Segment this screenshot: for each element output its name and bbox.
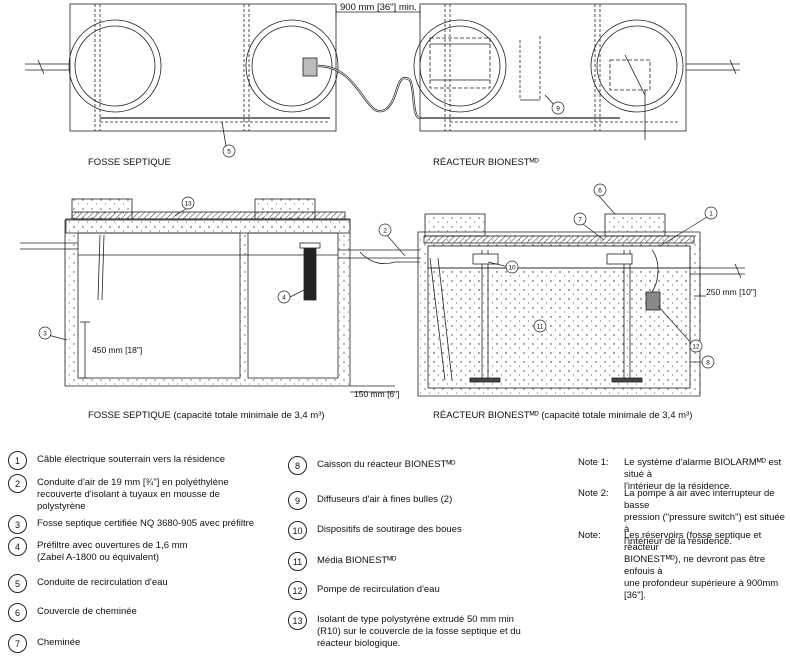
legend-item-6: 6 Couvercle de cheminée: [8, 603, 137, 622]
legend-item-4: 4 Préfiltre avec ouvertures de 1,6 mm (Z…: [8, 537, 188, 564]
legend-item-11: 11 Média BIONESTᴹᴰ: [288, 552, 397, 571]
legend-item-10: 10 Dispositifs de soutirage des boues: [288, 521, 462, 540]
legend-item-9: 9 Diffuseurs d'air à fines bulles (2): [288, 491, 453, 510]
legend-item-2: 2 Conduite d'air de 19 mm [¾"] en polyét…: [8, 474, 229, 513]
svg-text:5: 5: [227, 149, 231, 156]
legend-number: 13: [288, 611, 307, 630]
dim-450: 450 mm [18"]: [92, 345, 143, 355]
svg-text:4: 4: [282, 295, 286, 302]
svg-text:7: 7: [578, 217, 582, 224]
note-label: Note:: [578, 530, 601, 541]
legend-item-3: 3 Fosse septique certifiée NQ 3680-905 a…: [8, 515, 255, 534]
svg-text:2: 2: [383, 228, 387, 235]
callout-1: [704, 206, 718, 220]
svg-text:9: 9: [556, 106, 560, 113]
legend-number: 8: [288, 456, 307, 475]
svg-text:8: 8: [706, 360, 710, 367]
legend-text: Diffuseurs d'air à fines bulles (2): [317, 494, 453, 505]
callout-10: [505, 260, 519, 274]
svg-text:1: 1: [709, 211, 713, 218]
callout-3: [38, 326, 52, 340]
dim-150: 150 mm [6"]: [354, 389, 400, 399]
legend-text: Cheminée: [37, 637, 81, 648]
bionest-manhole-right: [590, 19, 684, 113]
callout-5-top: [222, 144, 236, 158]
dim-250: 250 mm [10"]: [706, 287, 757, 297]
legend-item-12: 12 Pompe de recirculation d'eau: [288, 581, 440, 600]
legend-text: Média BIONESTᴹᴰ: [317, 555, 397, 566]
legend-item-13: 13 Isolant de type polystyrène extrudé 5…: [288, 611, 521, 650]
legend-number: 6: [8, 603, 27, 622]
spacing-label: 900 mm [36"] min.: [340, 2, 417, 13]
prefilter: [303, 245, 317, 301]
legend-item-8: 8 Caisson du réacteur BIONESTᴹᴰ: [288, 456, 456, 475]
bionest-section: [417, 213, 745, 397]
legend-text: Isolant de type polystyrène extrudé 50 m…: [317, 614, 521, 649]
callout-4: [277, 290, 291, 304]
note-text: Les réservoirs (fosse septique et réacte…: [624, 530, 779, 601]
septic-manhole-left: [68, 19, 162, 113]
legend-text: Fosse septique certifiée NQ 3680-905 ave…: [37, 518, 255, 529]
legend-text: Câble électrique souterrain vers la rési…: [37, 454, 225, 465]
legend-number: 11: [288, 552, 307, 571]
note-2: Note 2: La pompe à air avec interrupteur…: [578, 488, 790, 548]
top-title-bionest: RÉACTEUR BIONESTᴹᴰ: [433, 157, 539, 168]
svg-text:3: 3: [43, 331, 47, 338]
top-view: [25, 3, 740, 147]
note-text: La pompe à air avec interrupteur de bass…: [624, 488, 785, 547]
bionest-insulation: [423, 235, 695, 244]
legend-number: 1: [8, 451, 27, 470]
legend-number: 7: [8, 634, 27, 653]
legend-number: 2: [8, 474, 27, 493]
svg-text:11: 11: [537, 324, 544, 331]
septic-section: [20, 198, 420, 393]
svg-text:10: 10: [508, 265, 516, 272]
legend-text: Conduite de recirculation d'eau: [37, 577, 168, 588]
legend-item-5: 5 Conduite de recirculation d'eau: [8, 574, 168, 593]
legend-text: Caisson du réacteur BIONESTᴹᴰ: [317, 459, 456, 470]
svg-text:13: 13: [184, 201, 192, 208]
callout-6: [593, 183, 607, 197]
legend-number: 5: [8, 574, 27, 593]
legend-number: 10: [288, 521, 307, 540]
note-text: Le système d'alarme BIOLARMᴹᴰ est situé …: [624, 457, 782, 492]
legend-item-7: 7 Cheminée: [8, 634, 81, 653]
callout-8: [701, 355, 715, 369]
septic-manhole-right: [245, 19, 339, 113]
section-title-bionest: RÉACTEUR BIONESTᴹᴰ (capacité totale mini…: [433, 410, 693, 421]
legend-text: Couvercle de cheminée: [37, 606, 137, 617]
callout-9-top: [551, 101, 565, 115]
legend-number: 12: [288, 581, 307, 600]
bionest-manhole-left: [413, 19, 507, 113]
top-title-septic: FOSSE SEPTIQUE: [88, 157, 171, 168]
legend-text: Conduite d'air de 19 mm [¾"] en polyéthy…: [37, 477, 229, 512]
legend-text: Dispositifs de soutirage des boues: [317, 524, 462, 535]
recirculation-pump: [645, 291, 661, 311]
callout-2: [378, 223, 392, 237]
svg-text:12: 12: [692, 344, 700, 351]
section-title-septic: FOSSE SEPTIQUE (capacité totale minimale…: [88, 410, 325, 421]
legend-text: Préfiltre avec ouvertures de 1,6 mm (Zab…: [37, 540, 188, 563]
note-label: Note 1:: [578, 457, 609, 468]
callout-7: [573, 212, 587, 226]
installation-drawing: 5 9: [20, 3, 745, 397]
callout-11: [533, 319, 547, 333]
septic-tank-plan: [69, 3, 337, 132]
legend-item-1: 1 Câble électrique souterrain vers la ré…: [8, 451, 225, 470]
note-label: Note 2:: [578, 488, 609, 499]
callout-13: [181, 196, 195, 210]
legend-number: 9: [288, 491, 307, 510]
note-1: Note 1: Le système d'alarme BIOLARMᴹᴰ es…: [578, 457, 790, 493]
legend-text: Pompe de recirculation d'eau: [317, 584, 440, 595]
legend-number: 4: [8, 537, 27, 556]
callout-12: [689, 339, 703, 353]
legend-number: 3: [8, 515, 27, 534]
note-3: Note: Les réservoirs (fosse septique et …: [578, 530, 790, 602]
svg-text:6: 6: [598, 188, 602, 195]
